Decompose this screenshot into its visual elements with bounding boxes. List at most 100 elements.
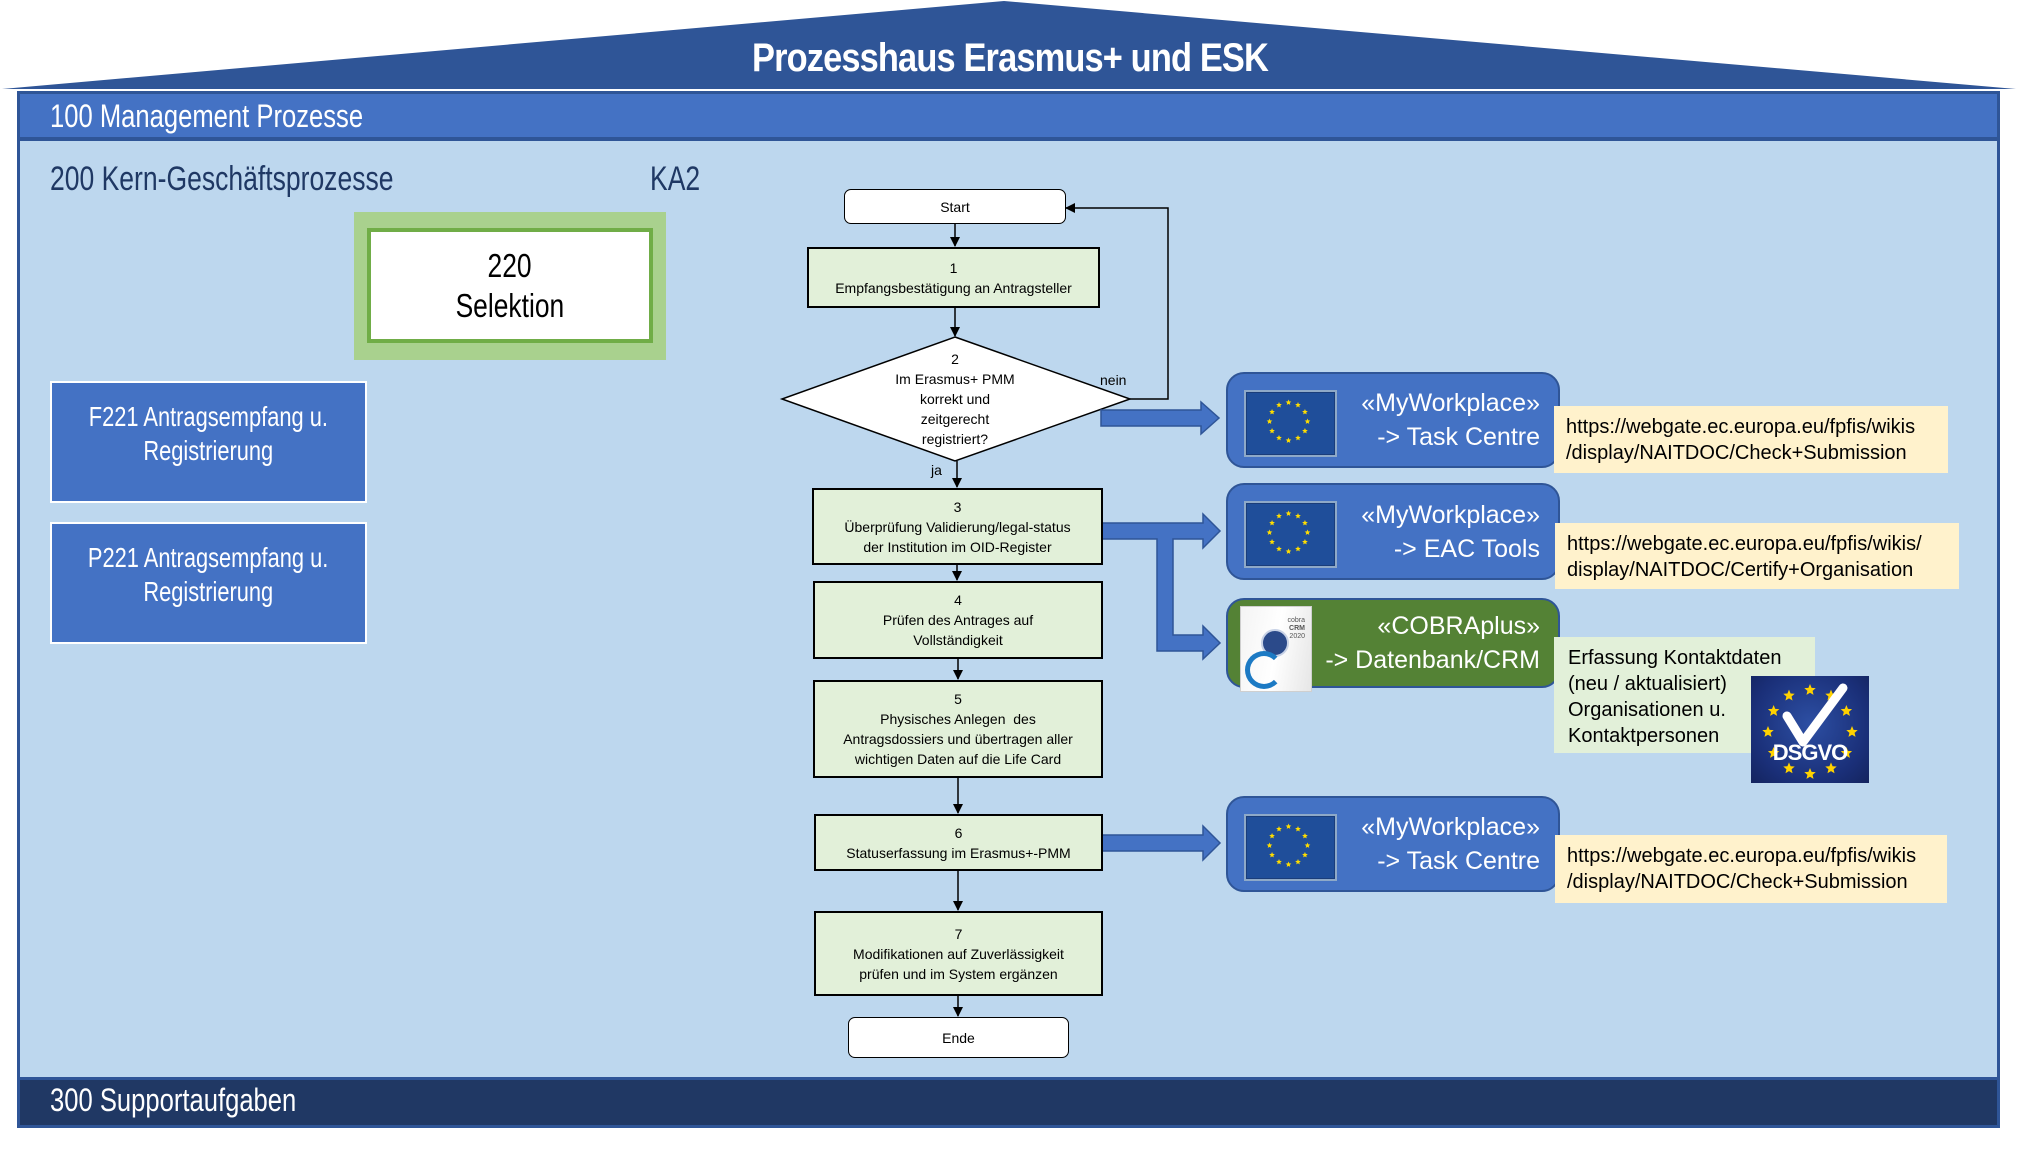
step-text: Prüfen des Antrages auf: [882, 612, 1034, 628]
star-icon: [1269, 539, 1275, 545]
tool-subtitle: -> Task Centre: [1377, 423, 1540, 451]
link-note-check-submission-1[interactable]: https://webgate.ec.europa.eu/fpfis/wikis…: [1554, 406, 1948, 473]
flowchart-start[interactable]: Start: [844, 189, 1066, 224]
flowchart-step-5[interactable]: 5 Physisches Anlegen des Antragsdossiers…: [813, 680, 1103, 778]
dsgvo-badge-icon: DSGVO: [1751, 676, 1869, 783]
step-number: 2: [951, 351, 959, 367]
eu-flag-icon: [1244, 501, 1337, 568]
star-icon: [1295, 858, 1301, 865]
star-icon: [1302, 428, 1308, 434]
note-line: https://webgate.ec.europa.eu/fpfis/wikis: [1567, 845, 1917, 867]
star-icon: [1295, 826, 1301, 832]
eu-stars-icon: [1266, 510, 1311, 554]
support-band-label: 300 Supportaufgaben: [50, 1082, 297, 1118]
management-band-label: 100 Management Prozesse: [50, 98, 364, 134]
star-icon: [1269, 520, 1275, 526]
star-icon: [1762, 726, 1774, 737]
selection-number: 220: [487, 246, 533, 284]
process-box-f221[interactable]: F221 Antragsempfang u. Registrierung: [50, 381, 367, 503]
star-icon: [1269, 428, 1275, 434]
star-icon: [1295, 545, 1301, 552]
star-icon: [1295, 434, 1301, 441]
star-icon: [1304, 529, 1311, 535]
tool-subtitle: -> Datenbank/CRM: [1325, 646, 1540, 674]
link-note-check-submission-2[interactable]: https://webgate.ec.europa.eu/fpfis/wikis…: [1555, 835, 1947, 903]
star-icon: [1285, 548, 1292, 554]
star-icon: [1285, 861, 1292, 867]
step-number: 1: [949, 259, 958, 276]
note-line: https://webgate.ec.europa.eu/fpfis/wikis…: [1567, 533, 1922, 555]
star-icon: [1295, 513, 1301, 519]
step-number: 4: [954, 592, 962, 608]
eu-stars-icon: [1266, 399, 1311, 443]
step-text: wichtigen Daten auf die Life Card: [854, 751, 1062, 767]
eu-flag-icon: [1244, 814, 1337, 881]
star-icon: [1285, 437, 1292, 443]
product-name: CRM: [1289, 625, 1305, 632]
star-icon: [1767, 705, 1780, 716]
support-band: 300 Supportaufgaben: [17, 1077, 2000, 1128]
link-note-certify-organisation[interactable]: https://webgate.ec.europa.eu/fpfis/wikis…: [1555, 523, 1959, 589]
star-icon: [1840, 747, 1853, 758]
star-icon: [1276, 545, 1282, 552]
star-icon: [1285, 510, 1292, 516]
star-icon: [1295, 402, 1301, 408]
star-icon: [1266, 529, 1273, 535]
flowchart-step-6[interactable]: 6 Statuserfassung im Erasmus+-PMM: [814, 814, 1103, 871]
eu-flag-icon: [1244, 390, 1337, 457]
note-line: (neu / aktualisiert): [1568, 673, 1727, 695]
note-line: Kontaktpersonen: [1568, 725, 1720, 747]
star-icon: [1276, 826, 1282, 832]
star-icon: [1304, 842, 1311, 848]
star-icon: [1304, 418, 1311, 424]
step-number: 3: [953, 498, 962, 515]
star-icon: [1302, 409, 1308, 415]
eu-stars-icon: [1266, 823, 1311, 867]
star-icon: [1804, 768, 1816, 779]
star-icon: [1269, 852, 1275, 858]
star-icon: [1266, 418, 1273, 424]
page-title: Prozesshaus Erasmus+ und ESK: [751, 36, 1269, 80]
step-text: Im Erasmus+ PMM: [895, 371, 1015, 387]
step-number: 7: [954, 925, 963, 942]
step-text: Empfangsbestätigung an Antragsteller: [835, 279, 1072, 296]
star-icon: [1302, 833, 1308, 839]
selection-box[interactable]: 220 Selektion: [367, 228, 653, 343]
flowchart-end[interactable]: Ende: [848, 1017, 1069, 1058]
star-icon: [1302, 852, 1308, 858]
step-number: 6: [954, 824, 963, 841]
tool-title: «MyWorkplace»: [1361, 813, 1540, 841]
star-icon: [1302, 520, 1308, 526]
star-icon: [1285, 823, 1292, 829]
step-text: prüfen und im System ergänzen: [859, 965, 1058, 982]
tool-myworkplace-eac-tools[interactable]: «MyWorkplace» -> EAC Tools: [1226, 483, 1560, 580]
note-line: /display/NAITDOC/Check+Submission: [1567, 871, 1908, 893]
star-icon: [1846, 726, 1858, 737]
process-box-p221[interactable]: P221 Antragsempfang u. Registrierung: [50, 522, 367, 644]
product-year: 2020: [1289, 633, 1305, 640]
star-icon: [1276, 513, 1282, 519]
step-text: korrekt und: [919, 391, 991, 407]
star-icon: [1825, 762, 1837, 774]
flowchart-step-2-text[interactable]: 2 Im Erasmus+ PMM korrekt und zeitgerech…: [855, 349, 1055, 449]
tool-myworkplace-task-centre-2[interactable]: «MyWorkplace» -> Task Centre: [1226, 796, 1560, 892]
note-line: Erfassung Kontaktdaten: [1568, 647, 1782, 669]
flowchart-step-3[interactable]: 3 Überprüfung Validierung/legal-status d…: [812, 488, 1103, 565]
tool-myworkplace-task-centre-1[interactable]: «MyWorkplace» -> Task Centre: [1226, 372, 1560, 468]
cobra-crm-product-icon: cobra CRM 2020: [1240, 606, 1312, 692]
step-text: Physisches Anlegen des: [880, 711, 1036, 727]
process-box-line1: F221 Antragsempfang u.: [88, 401, 329, 432]
star-icon: [1276, 858, 1282, 865]
step-text: der Institution im OID-Register: [863, 538, 1052, 555]
note-line: /display/NAITDOC/Check+Submission: [1566, 442, 1907, 464]
product-ring-icon: [1245, 651, 1283, 689]
flowchart-step-7[interactable]: 7 Modifikationen auf Zuverlässigkeit prü…: [814, 911, 1103, 996]
process-box-line2: Registrierung: [143, 435, 274, 466]
flowchart-step-1[interactable]: 1 Empfangsbestätigung an Antragsteller: [807, 247, 1100, 308]
dsgvo-badge-text: DSGVO: [1772, 740, 1848, 765]
star-icon: [1767, 747, 1780, 758]
star-icon: [1783, 689, 1795, 701]
step-text: zeitgerecht: [920, 411, 990, 427]
tool-title: «COBRAplus»: [1377, 612, 1540, 640]
flowchart-step-4[interactable]: 4 Prüfen des Antrages auf Vollständigkei…: [813, 581, 1103, 659]
